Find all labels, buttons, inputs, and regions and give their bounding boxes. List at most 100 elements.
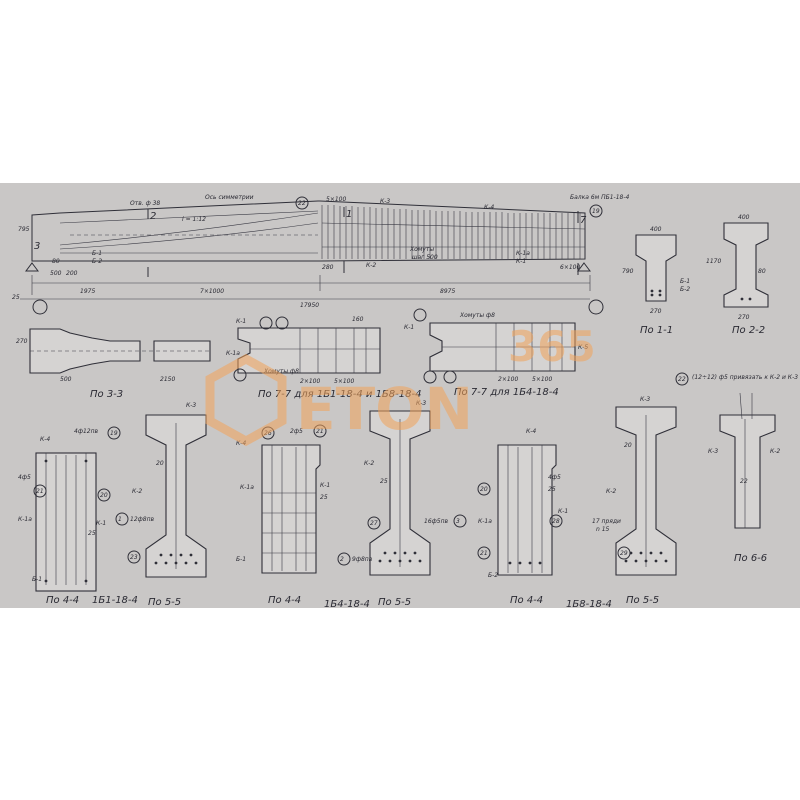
- svg-text:5×100: 5×100: [334, 378, 354, 385]
- svg-text:22: 22: [678, 376, 686, 383]
- svg-text:25: 25: [548, 486, 556, 493]
- drawing-sheet: Ось симметрии Отв. ф 38 i = 1:12 Хомуты …: [0, 183, 800, 608]
- svg-text:К-1а: К-1а: [478, 518, 492, 525]
- svg-text:К-4: К-4: [40, 436, 50, 443]
- section-mark-2: 2: [150, 211, 156, 222]
- svg-text:23: 23: [130, 554, 138, 561]
- svg-text:К-4: К-4: [236, 440, 246, 447]
- group-1-code: 1Б1-18-4: [92, 595, 138, 606]
- section-mark-7: 7: [580, 215, 587, 226]
- group-3-s55: По 5-5: [626, 595, 659, 606]
- group-2-s44: По 4-4: [268, 595, 301, 606]
- svg-text:500: 500: [60, 376, 72, 383]
- svg-text:К-5: К-5: [578, 344, 588, 351]
- svg-text:790: 790: [622, 268, 634, 275]
- svg-text:270: 270: [650, 308, 662, 315]
- label-k3: К-3: [380, 198, 390, 205]
- svg-text:20: 20: [480, 486, 488, 493]
- svg-text:К-3: К-3: [416, 400, 426, 407]
- top-flange-line: [59, 210, 319, 224]
- svg-text:К-2: К-2: [364, 460, 374, 467]
- group-1b8: 20 21 28 К-4 К-1а К-1 Б-2 4ф5 25 По 4-4 …: [477, 396, 677, 608]
- svg-text:К-1: К-1: [236, 318, 246, 325]
- svg-text:Б-2: Б-2: [680, 286, 690, 293]
- svg-text:3: 3: [456, 518, 460, 525]
- group-2-s55: По 5-5: [378, 597, 411, 608]
- group-1-s44: По 4-4: [46, 595, 79, 606]
- section-3-3: 270 500 2150 По 3-3: [16, 328, 211, 400]
- svg-text:1170: 1170: [706, 258, 721, 265]
- svg-text:Б-1: Б-1: [236, 556, 246, 563]
- label-b2: Б-2: [92, 258, 102, 265]
- svg-text:400: 400: [650, 226, 662, 233]
- section-7-7-b: Хомуты ф8 К-1 К-5 2×100 5×100 По 7-7 для…: [404, 308, 588, 398]
- stirrup-hatch: [321, 205, 581, 259]
- hole-label: Отв. ф 38: [130, 200, 160, 207]
- dim-6x100: 6×100: [560, 264, 580, 271]
- group-2-code: 1Б4-18-4: [324, 599, 370, 608]
- svg-text:К-2: К-2: [606, 488, 616, 495]
- dim-80: 80: [52, 258, 60, 265]
- svg-text:4ф5: 4ф5: [548, 474, 561, 481]
- beam-outline: [31, 200, 586, 262]
- svg-text:1: 1: [118, 516, 122, 523]
- section-3-3-title: По 3-3: [90, 389, 123, 400]
- axis-bubble-left: [32, 299, 48, 315]
- svg-text:21: 21: [480, 550, 488, 557]
- dim-280: 280: [322, 264, 334, 271]
- section-6-6: 22 (12÷12) ф5 привязать к К-2 и К-3 К-3 …: [675, 372, 798, 564]
- svg-text:Б-1: Б-1: [32, 576, 42, 583]
- svg-text:19: 19: [110, 430, 118, 437]
- svg-text:25: 25: [320, 494, 328, 501]
- svg-text:К-1: К-1: [404, 324, 414, 331]
- section-1-1-title: По 1-1: [640, 325, 673, 336]
- svg-text:9ф8пв: 9ф8пв: [352, 556, 373, 563]
- dim-17950: 17950: [300, 302, 319, 309]
- watermark-number: 365: [508, 322, 596, 371]
- svg-text:n 15: n 15: [596, 526, 610, 533]
- svg-text:Хомуты ф8: Хомуты ф8: [459, 312, 495, 319]
- svg-text:Б-1: Б-1: [680, 278, 690, 285]
- stirrups-label: Хомуты: [409, 246, 434, 253]
- dim-25: 25: [12, 294, 20, 301]
- dim-7x1000: 7×1000: [200, 288, 224, 295]
- strand-curve-1: [59, 212, 319, 246]
- svg-text:Хомуты ф8: Хомуты ф8: [263, 368, 299, 375]
- slope-label: i = 1:12: [182, 216, 206, 223]
- svg-text:12ф8пв: 12ф8пв: [130, 516, 155, 523]
- dim-795: 795: [18, 226, 30, 233]
- svg-text:16ф5пв: 16ф5пв: [424, 518, 449, 525]
- svg-text:27: 27: [370, 520, 378, 527]
- watermark: ETON 365: [205, 322, 596, 447]
- svg-text:29: 29: [620, 550, 628, 557]
- group-1-s55: По 5-5: [148, 597, 181, 608]
- group-3-code: 1Б8-18-4: [566, 599, 612, 608]
- svg-text:21: 21: [36, 488, 44, 495]
- beam-elevation: Ось симметрии Отв. ф 38 i = 1:12 Хомуты …: [12, 194, 629, 315]
- svg-text:160: 160: [352, 316, 364, 323]
- dim-1975: 1975: [80, 288, 95, 295]
- svg-text:К-1: К-1: [96, 520, 106, 527]
- svg-text:2150: 2150: [160, 376, 175, 383]
- svg-text:21: 21: [316, 428, 324, 435]
- svg-text:80: 80: [758, 268, 766, 275]
- section-mark-3: 3: [34, 241, 40, 252]
- svg-text:270: 270: [16, 338, 28, 345]
- label-k1: К-1: [516, 258, 526, 265]
- svg-text:17 пряди: 17 пряди: [592, 518, 621, 525]
- label-k2: К-2: [366, 262, 376, 269]
- section-2-2-title: По 2-2: [732, 325, 765, 336]
- svg-text:25: 25: [380, 478, 388, 485]
- section-mark-1: 1: [346, 209, 352, 220]
- watermark-brand: ETON: [296, 375, 473, 443]
- balk-note: Балка 6м ПБ1-18-4: [570, 194, 629, 201]
- dim-8975: 8975: [440, 288, 455, 295]
- reinforcement-drawing: Ось симметрии Отв. ф 38 i = 1:12 Хомуты …: [12, 194, 798, 608]
- group-1b4: 26 21 К-4 К-1а К-1 Б-1 2ф5 25 По 4-4 27 …: [236, 400, 467, 608]
- svg-text:28: 28: [552, 518, 560, 525]
- svg-text:К-3: К-3: [186, 402, 196, 409]
- svg-text:20: 20: [156, 460, 164, 467]
- axis-bubble-right: [588, 299, 604, 315]
- svg-text:К-3: К-3: [640, 396, 650, 403]
- svg-text:5×100: 5×100: [532, 376, 552, 383]
